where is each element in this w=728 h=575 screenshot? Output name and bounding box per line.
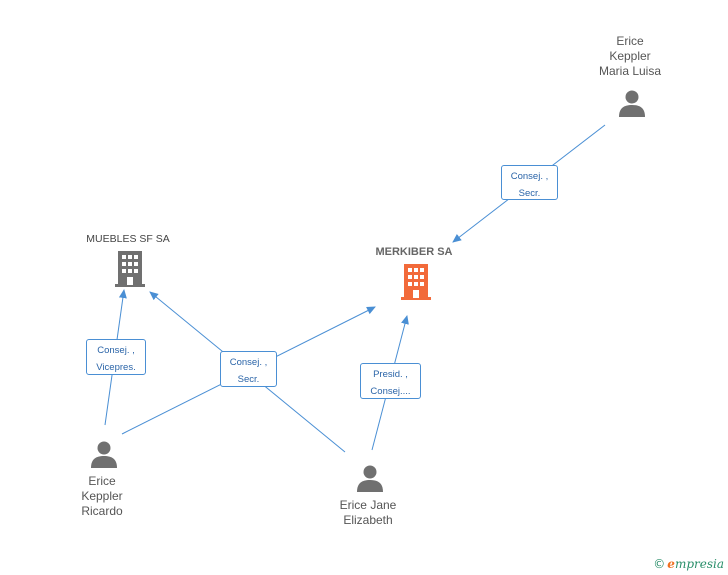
role-line: Consej. , (97, 345, 135, 356)
person-label-maria-luisa[interactable]: Erice Keppler Maria Luisa (598, 34, 662, 78)
edge-label-ricardo-muebles[interactable]: Consej. , Vicepres. (86, 339, 146, 375)
copyright-symbol: © (653, 557, 666, 571)
role-line: Consej. , (229, 357, 268, 368)
building-icon-main[interactable] (400, 264, 432, 300)
edge-label-jane-merkiber[interactable]: Presid. , Consej.... (360, 363, 421, 399)
person-label-jane[interactable]: Erice Jane Elizabeth (339, 498, 397, 527)
role-line: Consej.... (370, 386, 411, 397)
brand-name: mpresia (674, 557, 724, 571)
person-label-ricardo[interactable]: Erice Keppler Ricardo (81, 474, 123, 518)
company-label-muebles[interactable]: MUEBLES SF SA (86, 233, 170, 245)
edge-label-maria-merkiber[interactable]: Consej. , Secr. (501, 165, 558, 200)
person-icon[interactable] (618, 89, 646, 117)
role-line: Secr. (518, 188, 541, 199)
person-icon[interactable] (356, 464, 384, 492)
empresia-logo: ©empresia (653, 557, 724, 571)
role-line: Vicepres. (96, 362, 136, 373)
brand-initial: e (667, 557, 675, 571)
role-line: Secr. (237, 374, 260, 385)
person-icon[interactable] (90, 440, 118, 468)
role-line: Presid. , (373, 369, 408, 380)
edge-label-shared[interactable]: Consej. , Secr. (220, 351, 277, 387)
building-icon[interactable] (114, 251, 146, 287)
company-label-merkiber[interactable]: MERKIBER SA (375, 246, 453, 258)
role-line: Consej. , (510, 171, 549, 182)
